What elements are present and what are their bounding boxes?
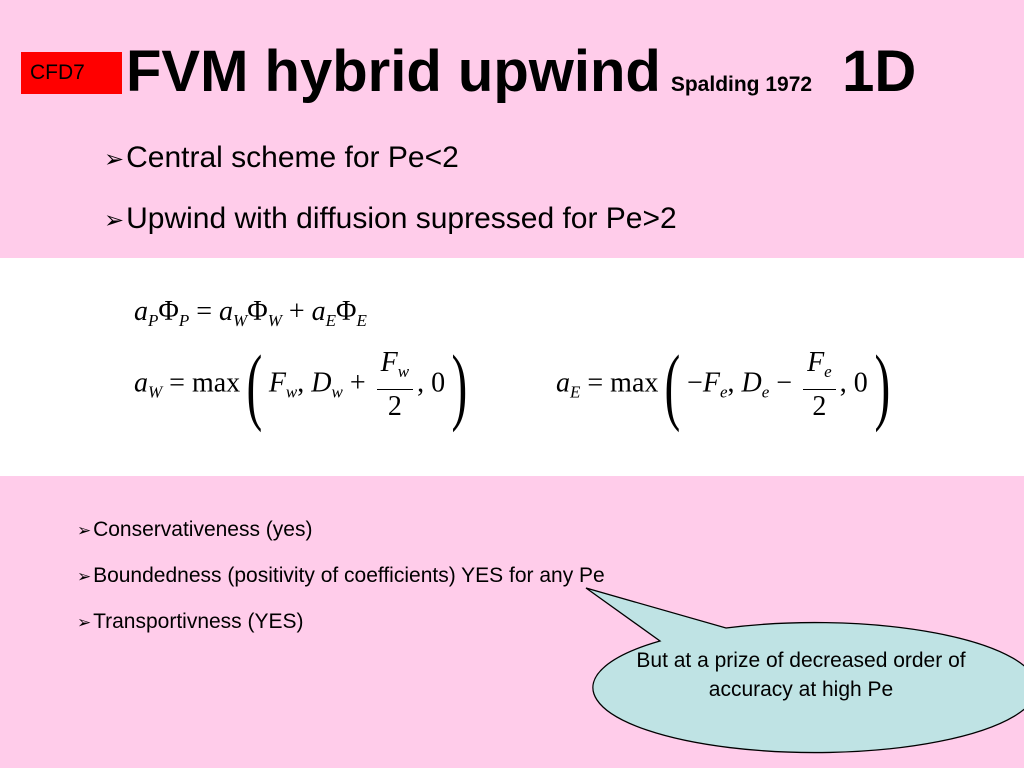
arrow-bullet-icon: ➢: [77, 567, 92, 586]
title-dimension: 1D: [842, 39, 917, 104]
title-citation: Spalding 1972: [670, 73, 813, 96]
arrow-bullet-icon: ➢: [104, 146, 125, 173]
top-bullet-1: ➢Central scheme for Pe<2: [104, 141, 459, 174]
arrow-bullet-icon: ➢: [77, 613, 92, 632]
slide-badge: CFD7: [21, 52, 122, 94]
bottom-bullet-1: ➢Conservativeness (yes): [77, 518, 313, 541]
title-main: FVM hybrid upwind: [126, 39, 661, 104]
equation-balance: aPΦP = aWΦW + aEΦE: [134, 296, 367, 330]
bottom-bullet-2: ➢Boundedness (positivity of coefficients…: [77, 564, 605, 587]
arrow-bullet-icon: ➢: [77, 521, 92, 540]
callout-text: But at a prize of decreased order of acc…: [636, 649, 966, 701]
equation-panel: [0, 258, 1024, 476]
arrow-bullet-icon: ➢: [104, 207, 125, 234]
top-bullet-2: ➢Upwind with diffusion supressed for Pe>…: [104, 202, 677, 235]
bottom-bullet-3: ➢Transportivness (YES): [77, 610, 304, 633]
